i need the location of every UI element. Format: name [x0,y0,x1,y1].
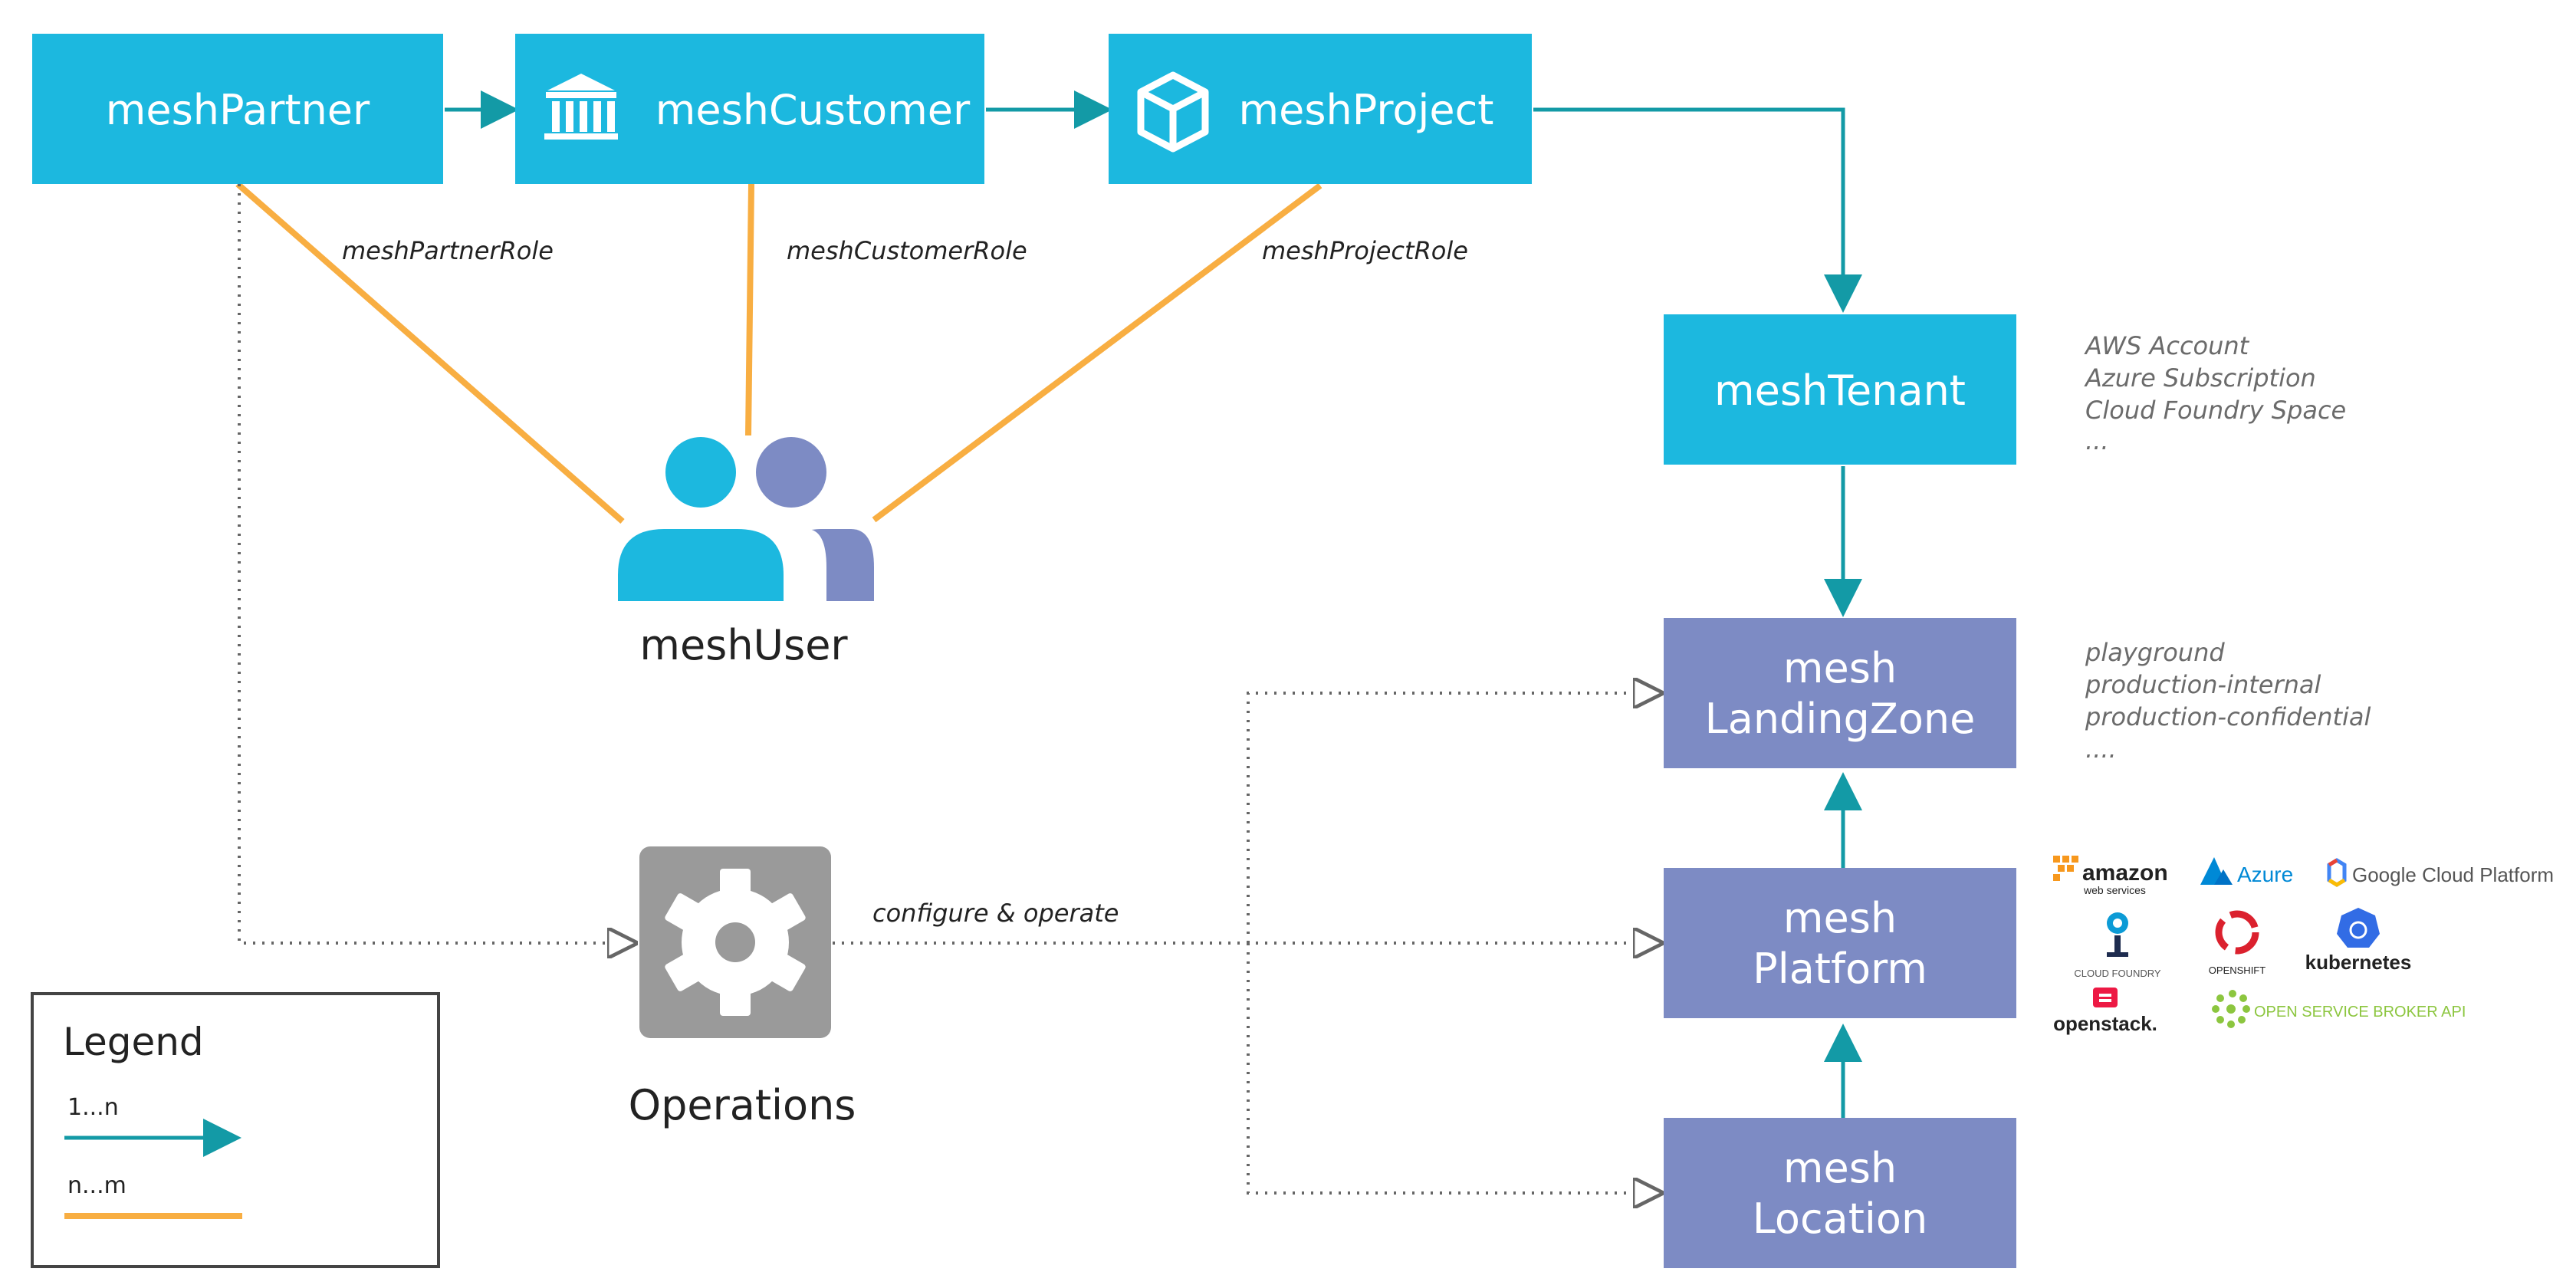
dotted-partner-to-operations [238,184,635,943]
partner-role-line [235,181,625,524]
location-label-line1: mesh [1783,1144,1897,1192]
landingzone-note: production-confidential [2085,702,2371,731]
project-role-line [872,182,1322,523]
mesh-project-box[interactable]: meshProject [1109,34,1532,184]
tenant-note: Azure Subscription [2084,363,2316,393]
landingzone-note: production-internal [2085,670,2321,699]
operations-lines [238,184,1661,1193]
tenant-notes: AWS Account Azure Subscription Cloud Fou… [2084,331,2346,455]
mesh-platform-box[interactable]: mesh Platform [1664,868,2016,1018]
kubernetes-logo: kubernetes [2305,908,2412,974]
dotted-to-location [1247,943,1661,1193]
customer-role-label: meshCustomerRole [787,236,1027,265]
openstack-logo: openstack. [2053,988,2157,1035]
legend-one-to-n-label: 1...n [67,1094,119,1121]
mesh-tenant-box[interactable]: meshTenant [1664,314,2016,465]
openstack-wordmark: openstack. [2053,1012,2157,1035]
kubernetes-wordmark: kubernetes [2305,951,2412,974]
gcp-logo: Google Cloud Platform [2327,858,2554,887]
mesh-partner-label: meshPartner [106,86,370,134]
mesh-tenant-label: meshTenant [1714,366,1966,415]
aws-wordmark: amazon [2082,860,2168,886]
cube-icon [1137,71,1209,153]
legend-n-to-m-label: n...m [67,1172,127,1199]
cloudfoundry-wordmark: CLOUD FOUNDRY [2074,968,2160,979]
gear-icon [665,869,806,1016]
landingzone-note: .... [2085,735,2117,764]
platform-logos: amazon web services Azure Google Cloud P… [2053,856,2554,1035]
azure-logo: Azure [2200,857,2293,886]
legend-title: Legend [63,1020,204,1064]
openshift-logo: OPENSHIFT [2209,910,2266,976]
arrow-project-to-tenant [1533,107,1862,313]
partner-role-label: meshPartnerRole [342,236,554,265]
landingzone-label-line2: LandingZone [1705,695,1976,743]
osb-logo: OPEN SERVICE BROKER API [2212,990,2466,1028]
aws-subtext: web services [2083,884,2146,896]
configure-operate-label: configure & operate [872,899,1119,928]
mesh-partner-box[interactable]: meshPartner [32,34,443,184]
aws-logo: amazon web services [2053,856,2168,896]
mesh-customer-box[interactable]: meshCustomer [515,34,984,184]
location-label-line2: Location [1753,1195,1927,1243]
bank-icon [544,74,618,140]
landingzone-notes: playground production-internal productio… [2085,638,2371,764]
platform-label-line2: Platform [1753,945,1927,993]
users-icon [618,437,874,601]
ownership-arrows [445,90,1862,1118]
mesh-project-label: meshProject [1239,86,1494,134]
legend: Legend 1...n n...m [31,992,440,1268]
tenant-note: ... [2085,426,2109,455]
cloudfoundry-logo: CLOUD FOUNDRY [2074,912,2161,979]
operations-node[interactable] [639,846,831,1038]
platform-label-line1: mesh [1783,894,1897,942]
mesh-user-label: meshUser [639,621,848,669]
customer-role-line [745,183,754,436]
operations-label: Operations [629,1081,856,1129]
mesh-customer-label: meshCustomer [656,86,971,134]
mesh-location-box[interactable]: mesh Location [1664,1118,2016,1268]
osb-wordmark: OPEN SERVICE BROKER API [2254,1004,2466,1020]
azure-wordmark: Azure [2237,863,2293,886]
mesh-landingzone-box[interactable]: mesh LandingZone [1664,618,2016,768]
landingzone-note: playground [2085,638,2225,667]
role-lines [235,181,1322,524]
landingzone-label-line1: mesh [1783,644,1897,692]
tenant-note: AWS Account [2084,331,2250,360]
gcp-wordmark: Google Cloud Platform [2352,863,2554,886]
openshift-wordmark: OPENSHIFT [2209,965,2266,976]
dotted-to-landingzone [1247,693,1661,943]
project-role-label: meshProjectRole [1262,236,1468,265]
tenant-note: Cloud Foundry Space [2085,396,2346,425]
